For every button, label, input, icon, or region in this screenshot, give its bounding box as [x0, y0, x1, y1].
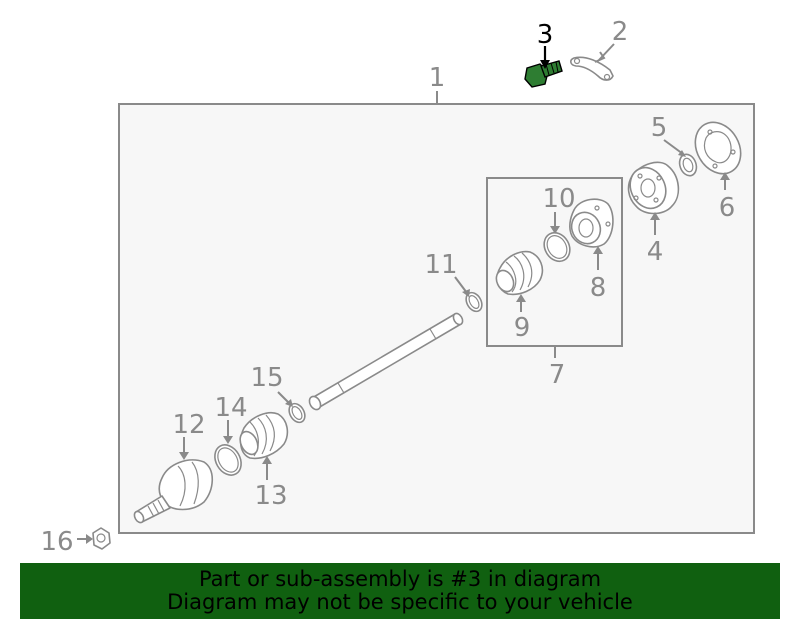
callout-6: 6: [719, 193, 736, 223]
axle-shaft: [308, 312, 464, 411]
callout-10: 10: [542, 184, 575, 214]
part-13-outer-boot[interactable]: [237, 412, 289, 460]
callout-14: 14: [214, 393, 247, 423]
callout-13: 13: [254, 481, 287, 511]
callout-16: 16: [40, 527, 73, 557]
callout-9: 9: [514, 313, 531, 343]
callout-labels: 1 2 3 4 5 6 7 8 9 10 11 12 13 14 15 16: [40, 17, 735, 557]
banner-line-1: Part or sub-assembly is #3 in diagram: [198, 567, 602, 591]
callout-11: 11: [424, 250, 457, 280]
callout-8: 8: [590, 273, 607, 303]
part-9-inner-boot[interactable]: [493, 250, 544, 296]
callout-3[interactable]: 3: [537, 20, 554, 50]
part-15-clamp[interactable]: [286, 401, 308, 425]
banner-line-2: Diagram may not be specific to your vehi…: [167, 590, 633, 614]
part-2-bracket[interactable]: [570, 56, 614, 81]
part-16-nut[interactable]: [92, 527, 111, 550]
callout-4: 4: [647, 237, 664, 267]
part-4-joint-housing[interactable]: [624, 161, 680, 215]
callout-15: 15: [250, 363, 283, 393]
part-8-inner-joint[interactable]: [567, 198, 614, 248]
part-12-outer-joint[interactable]: [133, 459, 214, 524]
leader-lines: [77, 43, 730, 544]
callout-1: 1: [429, 63, 446, 93]
part-6-cover-plate[interactable]: [686, 114, 749, 182]
part-10-ring[interactable]: [539, 228, 575, 266]
info-banner: Part or sub-assembly is #3 in diagram Di…: [20, 563, 780, 619]
callout-12: 12: [172, 410, 205, 440]
callout-2: 2: [612, 17, 629, 47]
callout-7: 7: [549, 360, 566, 390]
part-14-ring[interactable]: [210, 440, 247, 480]
callout-5: 5: [651, 113, 668, 143]
